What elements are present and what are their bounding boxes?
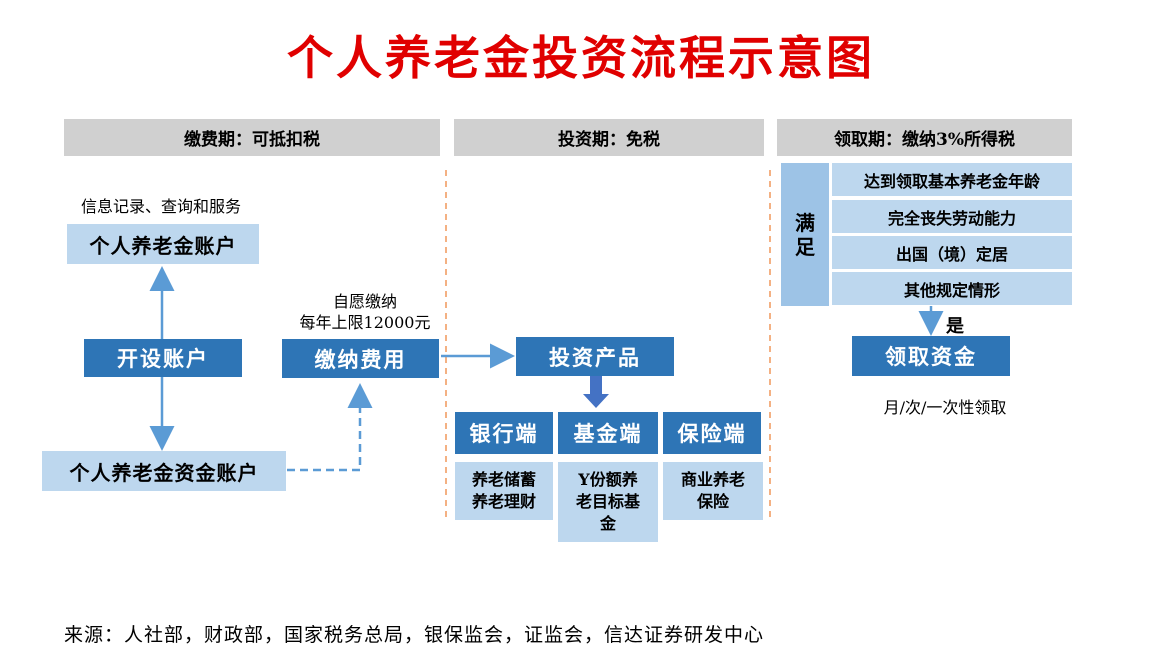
bank-items-box: 养老储蓄 养老理财 [455,462,553,520]
fund-items-box: Y份额养 老目标基 金 [558,462,658,542]
phase-contribution: 缴费期：可抵扣税 [64,119,440,156]
condition-abroad: 出国（境）定居 [832,236,1072,269]
frequency-note: 月/次/一次性领取 [883,398,1007,417]
payment-note: 自愿缴纳 每年上限12000元 [270,291,460,333]
account-note: 信息记录、查询和服务 [80,197,241,216]
channel-bank: 银行端 [455,412,553,454]
bank-item: 养老储蓄 [471,470,536,489]
phase-investment: 投资期：免税 [454,119,764,156]
products-box: 投资产品 [516,337,674,376]
insurance-item: 商业养老 [680,470,745,489]
fund-item: 金 [599,514,616,533]
arrow-fund-to-pay [287,383,373,472]
satisfy-char: 足 [795,234,815,259]
condition-other: 其他规定情形 [832,272,1072,305]
channel-fund: 基金端 [558,412,658,454]
source-note: 来源：人社部，财政部，国家税务总局，银保监会，证监会，信达证券研发中心 [64,624,765,646]
condition-disability: 完全丧失劳动能力 [832,200,1072,233]
receive-box: 领取资金 [852,336,1010,376]
bank-item: 养老理财 [471,492,536,511]
pay-fee-box: 缴纳费用 [282,339,439,378]
fund-item: 老目标基 [575,492,640,511]
insurance-item: 保险 [696,492,729,511]
satisfy-char: 满 [795,210,815,235]
yes-label: 是 [946,316,964,337]
condition-age: 达到领取基本养老金年龄 [832,163,1072,196]
personal-account-box: 个人养老金账户 [67,224,259,264]
fund-account-box: 个人养老金资金账户 [42,451,286,491]
phase-withdrawal: 领取期：缴纳3%所得税 [777,119,1072,156]
fund-item: Y份额养 [578,470,638,489]
payment-note-line1: 自愿缴纳 [332,292,397,311]
page-title: 个人养老金投资流程示意图 [287,31,875,85]
block-arrow-down [583,376,609,408]
payment-note-line2: 每年上限12000元 [299,313,431,332]
insurance-items-box: 商业养老 保险 [663,462,763,520]
open-account-box: 开设账户 [84,339,242,377]
channel-insurance: 保险端 [663,412,761,454]
satisfy-box: 满 足 [781,163,829,306]
